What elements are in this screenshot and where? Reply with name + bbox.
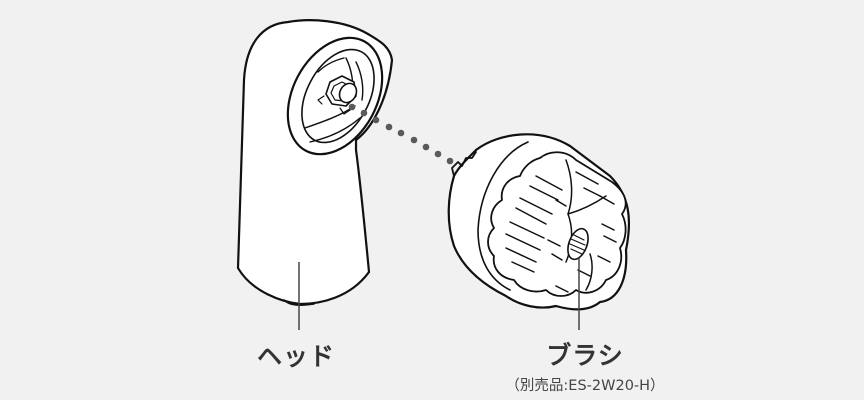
brush-center-nub (567, 227, 589, 261)
brush-label: ブラシ (546, 341, 624, 370)
brush-illustration (447, 133, 631, 311)
brush-sold-separately-note: （別売品:ES-2W20-H） (505, 378, 665, 394)
dotted-connector-line (348, 103, 454, 165)
bristle-detail-strokes (505, 171, 617, 293)
head-illustration (236, 19, 394, 306)
head-label: ヘッド (256, 342, 335, 371)
